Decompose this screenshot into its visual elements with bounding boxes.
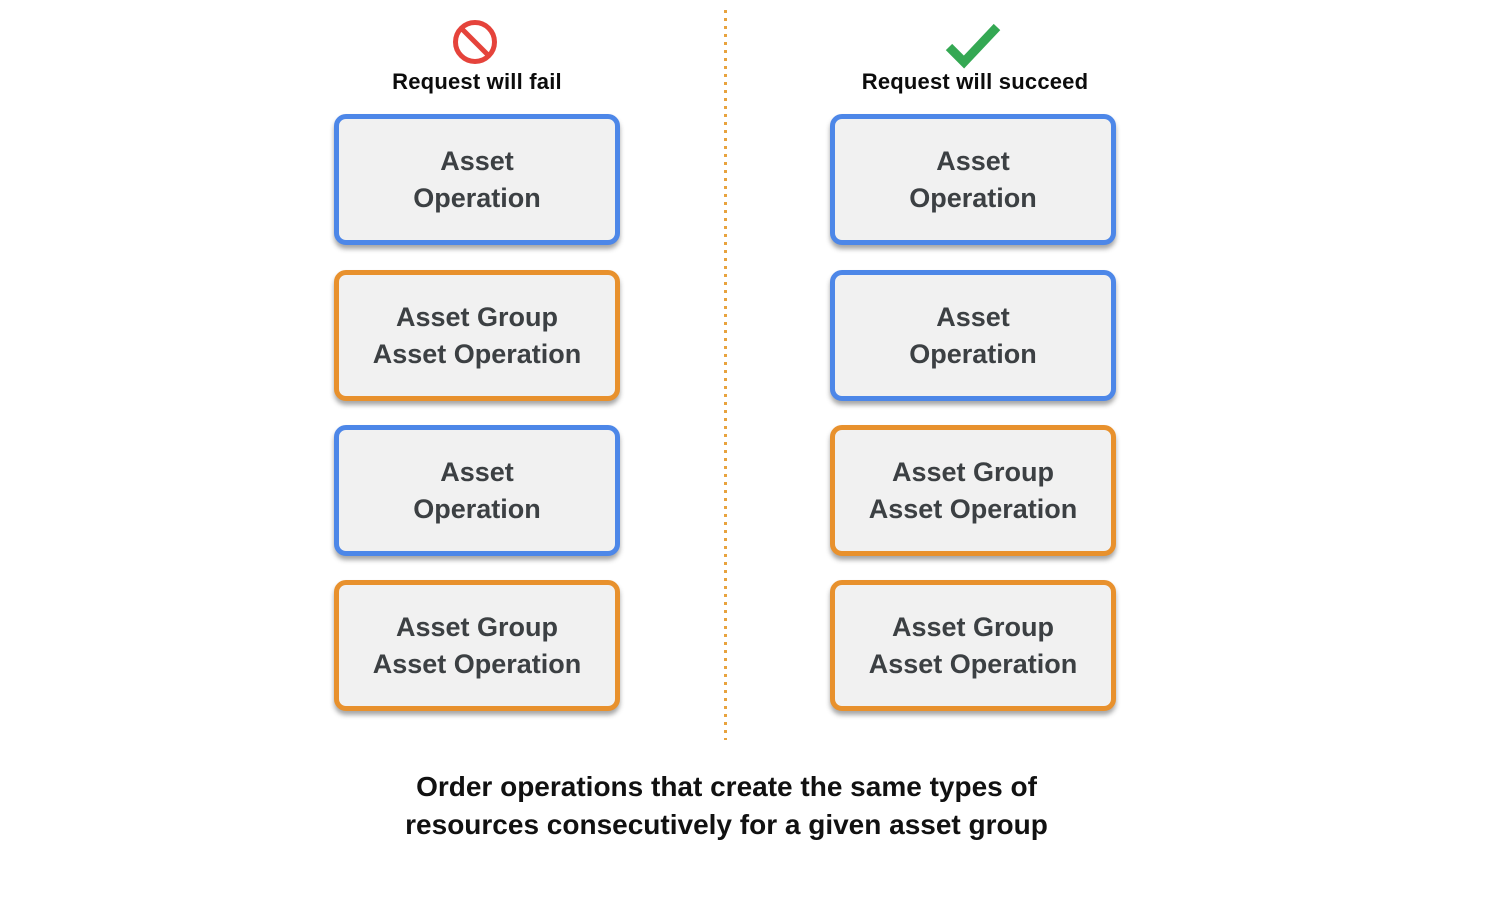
box-asset-group-asset-operation: Asset Group Asset Operation	[830, 580, 1116, 711]
box-asset-group-asset-operation: Asset Group Asset Operation	[334, 270, 620, 401]
box-label-line: Operation	[909, 182, 1037, 213]
box-label-line: Asset	[440, 456, 514, 487]
box-label-line: Operation	[909, 338, 1037, 369]
caption-line-2: resources consecutively for a given asse…	[405, 809, 1048, 840]
box-label-line: Asset Group	[395, 301, 559, 332]
box-label-line: Asset	[936, 301, 1010, 332]
succeed-column-title: Request will succeed	[861, 69, 1089, 94]
box-label-line: Asset Operation	[372, 648, 582, 679]
box-label-line: Operation	[413, 493, 541, 524]
box-asset-group-asset-operation: Asset Group Asset Operation	[334, 580, 620, 711]
box-label-line: Asset Group	[891, 611, 1055, 642]
diagram-caption: Order operations that create the same ty…	[0, 768, 1453, 844]
box-asset-operation: Asset Operation	[830, 114, 1116, 245]
box-asset-operation: Asset Operation	[334, 425, 620, 556]
box-label-line: Operation	[413, 182, 541, 213]
box-label-line: Asset Operation	[868, 648, 1078, 679]
caption-line-1: Order operations that create the same ty…	[416, 771, 1037, 802]
dotted-divider	[724, 10, 727, 740]
box-label-line: Asset Operation	[372, 338, 582, 369]
check-icon	[945, 23, 1001, 69]
box-asset-group-asset-operation: Asset Group Asset Operation	[830, 425, 1116, 556]
box-label-line: Asset	[440, 145, 514, 176]
box-label-line: Asset Group	[891, 456, 1055, 487]
box-label-line: Asset	[936, 145, 1010, 176]
box-label-line: Asset Group	[395, 611, 559, 642]
prohibited-icon	[453, 20, 497, 64]
box-label-line: Asset Operation	[868, 493, 1078, 524]
box-asset-operation: Asset Operation	[334, 114, 620, 245]
fail-column-title: Request will fail	[392, 69, 562, 94]
box-asset-operation: Asset Operation	[830, 270, 1116, 401]
